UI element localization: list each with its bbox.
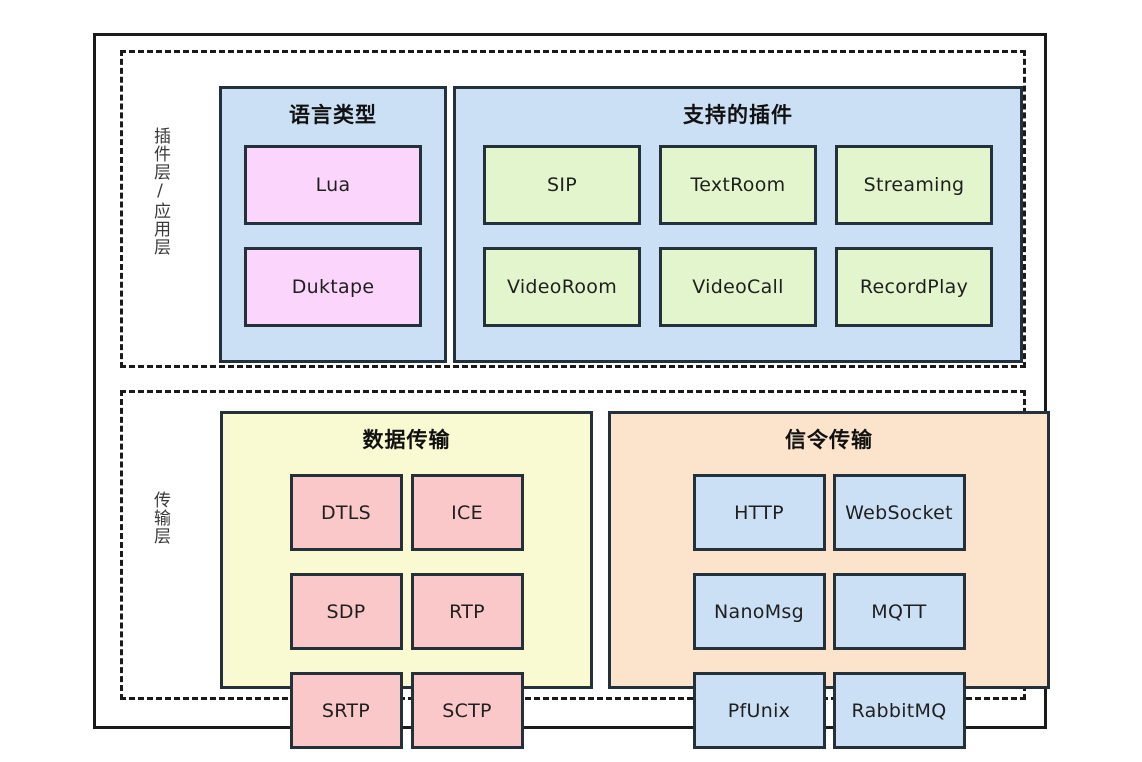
cell-rtp[interactable]: RTP [410, 573, 524, 650]
cell-sip[interactable]: SIP [483, 145, 641, 225]
layer-label-plugin-application: 插件层/应用层 [150, 127, 170, 256]
group-title-signaling-transmission: 信令传输 [785, 428, 873, 452]
cell-recordplay[interactable]: RecordPlay [835, 247, 993, 327]
cell-duktape[interactable]: Duktape [244, 247, 422, 327]
cell-mqtt[interactable]: MQTT [832, 573, 966, 650]
group-panel-supported-plugins: 支持的插件 SIP TextRoom Streaming VideoRoom V… [453, 86, 1023, 363]
cell-sctp[interactable]: SCTP [410, 672, 524, 749]
cell-grid-data-transmission: DTLS ICE SDP RTP SRTP SCTP [223, 474, 590, 749]
layer-transport: 传输层 数据传输 DTLS ICE SDP RTP SRTP SCTP 信令传输… [120, 390, 1050, 749]
cell-nanomsg[interactable]: NanoMsg [692, 573, 826, 650]
cell-dtls[interactable]: DTLS [289, 474, 403, 551]
cell-ice[interactable]: ICE [410, 474, 524, 551]
group-panel-signaling-transmission: 信令传输 HTTP WebSocket NanoMsg MQTT PfUnix … [608, 411, 1050, 749]
cell-sdp[interactable]: SDP [289, 573, 403, 650]
cell-videocall[interactable]: VideoCall [659, 247, 817, 327]
layer-label-transport: 传输层 [150, 491, 170, 545]
group-title-data-transmission: 数据传输 [362, 428, 451, 452]
architecture-diagram: 插件层/应用层 语言类型 Lua Duktape 支持的插件 SIP TextR… [93, 33, 1050, 749]
cell-srtp[interactable]: SRTP [289, 672, 403, 749]
cell-websocket[interactable]: WebSocket [832, 474, 966, 551]
cell-grid-language-type: Lua Duktape [222, 145, 444, 327]
cell-textroom[interactable]: TextRoom [659, 145, 817, 225]
group-title-language-type: 语言类型 [289, 103, 377, 127]
group-panel-data-transmission: 数据传输 DTLS ICE SDP RTP SRTP SCTP [220, 411, 593, 749]
group-panel-language-type: 语言类型 Lua Duktape [219, 86, 447, 363]
cell-streaming[interactable]: Streaming [835, 145, 993, 225]
cell-videoroom[interactable]: VideoRoom [483, 247, 641, 327]
cell-pfunix[interactable]: PfUnix [692, 672, 826, 749]
cell-lua[interactable]: Lua [244, 145, 422, 225]
cell-grid-signaling-transmission: HTTP WebSocket NanoMsg MQTT PfUnix Rabbi… [611, 474, 1047, 749]
cell-rabbitmq[interactable]: RabbitMQ [832, 672, 966, 749]
group-title-supported-plugins: 支持的插件 [683, 103, 793, 127]
layer-plugin-application: 插件层/应用层 语言类型 Lua Duktape 支持的插件 SIP TextR… [120, 50, 1026, 368]
cell-http[interactable]: HTTP [692, 474, 826, 551]
cell-grid-supported-plugins: SIP TextRoom Streaming VideoRoom VideoCa… [456, 145, 1020, 327]
